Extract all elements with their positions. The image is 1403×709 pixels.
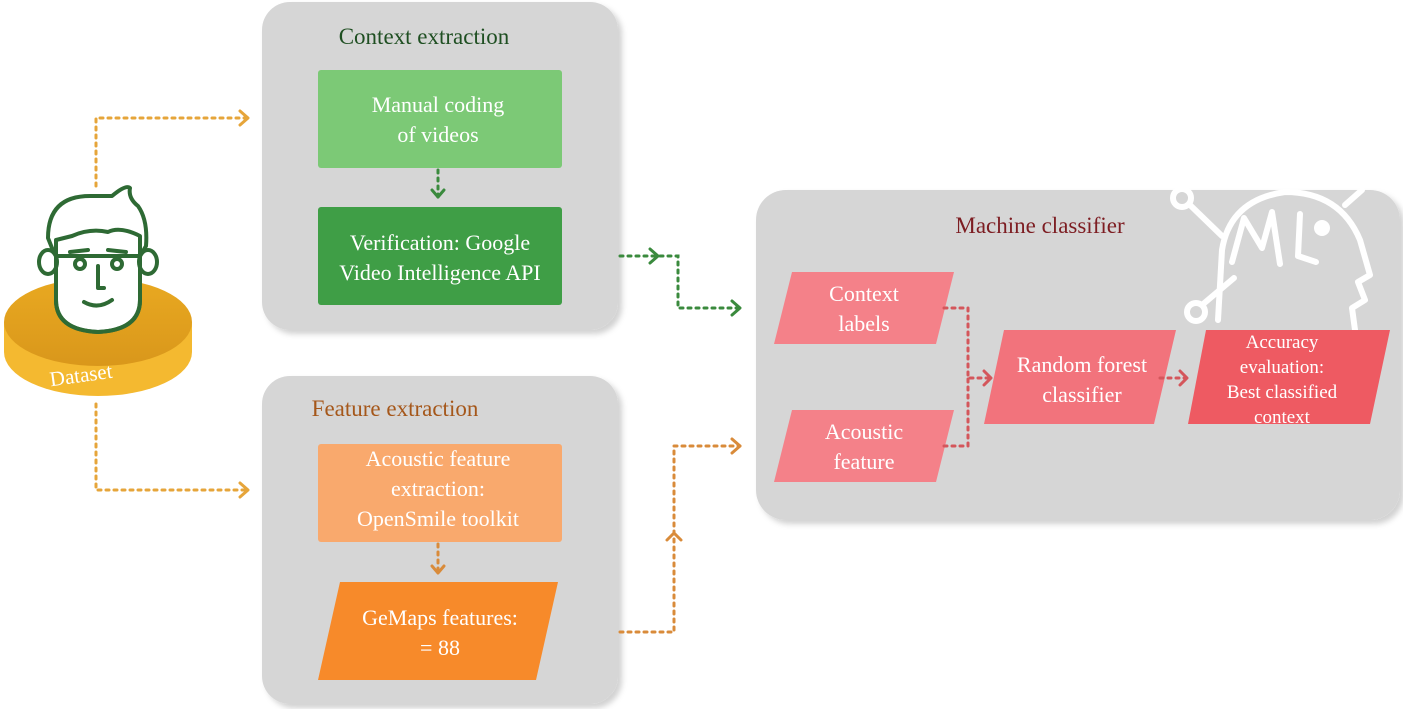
verification-line-1: Verification: Google <box>350 230 530 255</box>
acoustic-extraction-line-1: Acoustic feature <box>366 446 511 471</box>
dataset-icon: Dataset <box>4 185 192 396</box>
chevron-down-icon <box>430 188 446 199</box>
person-face-icon <box>37 185 159 334</box>
accuracy-line-1: Accuracy <box>1246 332 1319 353</box>
context-labels-box <box>774 272 954 344</box>
random-forest-box <box>984 330 1176 424</box>
gemaps-line-2: = 88 <box>420 635 460 660</box>
acoustic-feature-line-2: feature <box>833 449 894 474</box>
manual-coding-line-2: of videos <box>397 122 478 147</box>
acoustic-extraction-box <box>318 444 562 542</box>
chevron-right-icon <box>238 109 250 127</box>
chevron-right-icon <box>238 481 250 499</box>
verification-to-classifier-connector <box>618 254 742 310</box>
acoustic-feature-box <box>774 410 954 482</box>
dataset-to-feature-connector <box>94 402 250 492</box>
verification-line-2: Video Intelligence API <box>339 260 541 285</box>
acoustic-extraction-line-3: OpenSmile toolkit <box>357 506 519 531</box>
gemaps-to-classifier-connector <box>618 444 742 634</box>
context-labels-line-1: Context <box>829 281 899 306</box>
machine-classifier-title: Machine classifier <box>955 213 1125 238</box>
chevron-right-icon <box>730 299 742 317</box>
accuracy-line-4: context <box>1254 407 1311 428</box>
accuracy-line-3: Best classified <box>1227 382 1338 403</box>
context-labels-merge-connector <box>942 306 992 380</box>
gemaps-line-1: GeMaps features: <box>362 605 518 630</box>
chevron-right-icon <box>1178 369 1189 387</box>
chevron-right-icon <box>730 437 742 455</box>
acoustic-extraction-line-2: extraction: <box>391 476 485 501</box>
chevron-down-icon <box>430 564 446 575</box>
arrowheads <box>238 109 1189 575</box>
dataset-to-context-connector <box>94 116 250 188</box>
feature-extraction-title: Feature extraction <box>312 396 479 421</box>
chevron-up-icon <box>665 531 683 542</box>
context-labels-line-2: labels <box>838 311 889 336</box>
manual-coding-box <box>318 70 562 168</box>
chevron-right-icon <box>982 369 993 387</box>
ml-head-icon <box>1170 186 1373 333</box>
random-forest-line-2: classifier <box>1042 382 1122 407</box>
random-forest-line-1: Random forest <box>1017 352 1147 377</box>
acoustic-feature-merge-connector <box>942 376 970 448</box>
manual-coding-line-1: Manual coding <box>372 92 505 117</box>
acoustic-feature-line-1: Acoustic <box>825 419 903 444</box>
accuracy-line-2: evaluation: <box>1240 357 1324 378</box>
accuracy-evaluation-box <box>1188 330 1390 424</box>
context-extraction-title: Context extraction <box>339 24 510 49</box>
chevron-right-icon <box>648 247 660 265</box>
verification-box <box>318 207 562 305</box>
connectors <box>94 116 1188 634</box>
gemaps-features-box <box>318 582 558 680</box>
